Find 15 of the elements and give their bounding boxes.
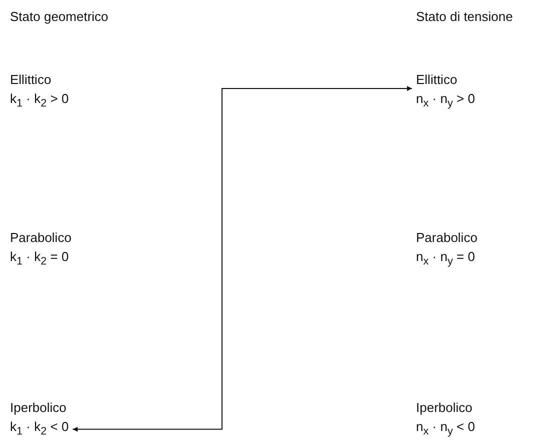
arrow	[72, 86, 412, 432]
formula: n$_{x}$ · n$_{y}$ < 0	[416, 418, 475, 440]
formula: n$_{x}$ · n$_{y}$ > 0	[416, 90, 475, 112]
state-name: Parabolico	[10, 229, 72, 247]
formula: k$_{1}$ · k$_{2}$ > 0	[10, 90, 69, 112]
formula: n$_{x}$ · n$_{y}$ = 0	[416, 248, 476, 270]
formula: k$_{1}$ · k$_{2}$ = 0	[10, 248, 70, 270]
column-heading: Stato di tensione	[416, 9, 513, 24]
state-name: Iperbolico	[416, 399, 474, 417]
state-name: Iperbolico	[10, 399, 68, 417]
formula: k$_{1}$ · k$_{2}$ < 0	[10, 418, 69, 440]
state-name: Parabolico	[416, 229, 478, 247]
state-name: Ellittico	[416, 71, 458, 89]
state-name: Ellittico	[10, 71, 52, 89]
column-heading: Stato geometrico	[10, 9, 108, 24]
